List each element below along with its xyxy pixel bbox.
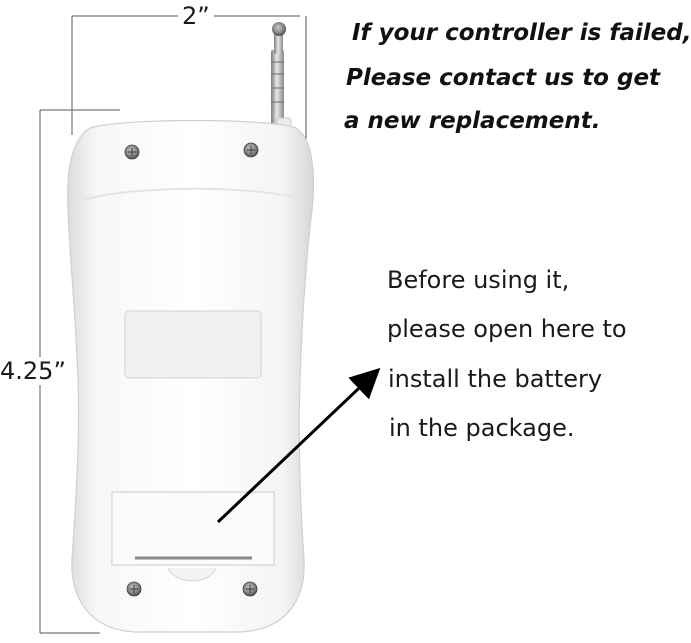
notice-line-3: a new replacement. (344, 108, 601, 134)
pointer-arrow (216, 367, 381, 524)
body-molding (83, 187, 305, 201)
screw-bottom-left (126, 581, 142, 597)
screw-top-right (243, 142, 259, 158)
battery-note-line-4: in the package. (389, 414, 575, 442)
battery-note-line-3: install the battery (388, 365, 603, 393)
screw-bottom-right (242, 581, 258, 597)
height-label: 4.25” (0, 357, 66, 385)
battery-cover (111, 491, 275, 582)
antenna (271, 22, 292, 141)
notice-line-2: Please contact us to get (346, 65, 661, 91)
battery-note-line-1: Before using it, (387, 266, 570, 294)
screws (124, 142, 259, 597)
battery-note-line-2: please open here to (387, 315, 627, 343)
width-label: 2” (178, 4, 214, 28)
label-window (124, 310, 262, 379)
screw-top-left (124, 144, 140, 160)
notice-line-1: If your controller is failed, (352, 20, 691, 46)
